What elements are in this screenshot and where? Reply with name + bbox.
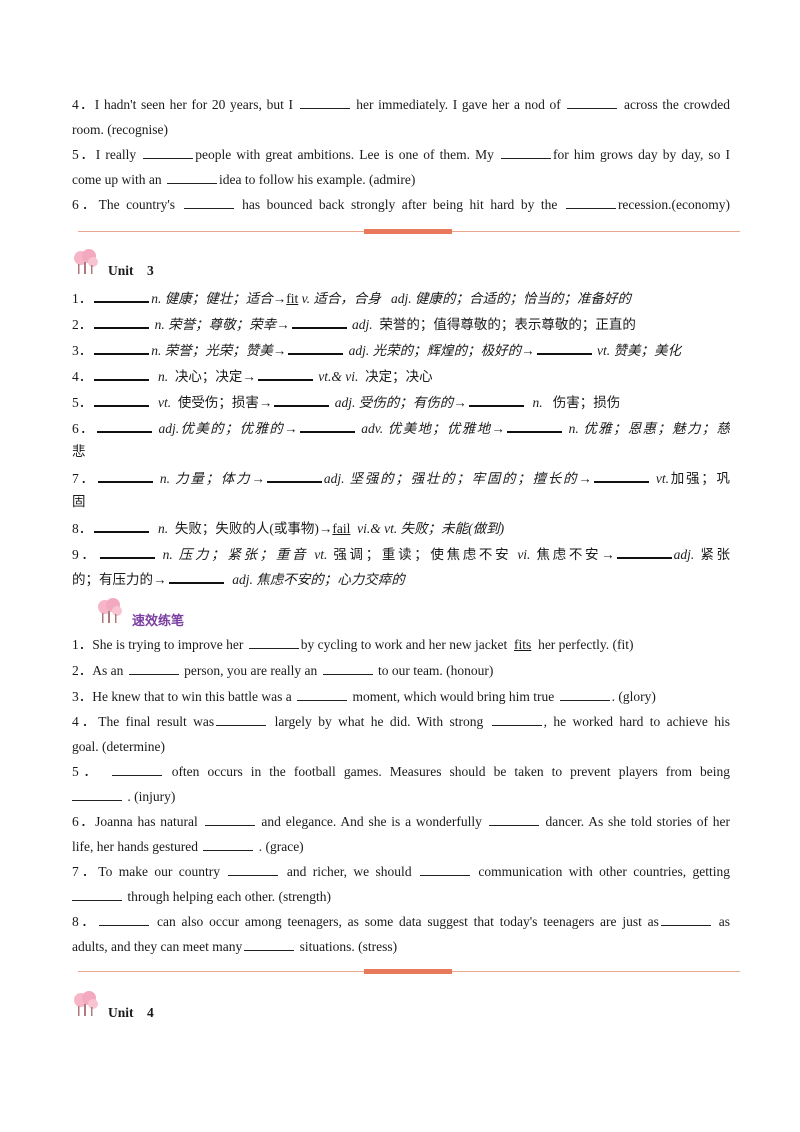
practice-6-cont: life, her hands gestured . (grace) — [72, 838, 304, 854]
answer-blank[interactable] — [559, 688, 610, 701]
practice-3: 3．He knew that to win this battle was a … — [72, 688, 656, 704]
answer-blank[interactable] — [660, 913, 711, 926]
vocab-blank[interactable] — [288, 341, 344, 355]
vocab-blank[interactable] — [94, 341, 150, 355]
practice-4: 4．The final result was largely by what h… — [72, 713, 730, 729]
exercise-5-line: 5．I really people with great ambitions. … — [72, 146, 730, 162]
vocab-item-8: 8． n. 失败；失败的人(或事物)→fail vi.& vt. 失败；未能(做… — [72, 519, 505, 536]
answer-blank[interactable] — [565, 196, 616, 209]
vocab-blank[interactable] — [257, 367, 313, 381]
vocab-blank[interactable] — [94, 519, 150, 533]
section-divider — [78, 229, 740, 234]
vocab-item-1: 1．n. 健康；健壮；适合→fit v. 适合，合身 adj. 健康的；合适的；… — [72, 289, 632, 306]
vocab-blank[interactable] — [274, 393, 330, 407]
unit-3-title: Unit 3 — [108, 263, 154, 278]
practice-8-cont: adults, and they can meet many situation… — [72, 938, 398, 954]
vocab-item-3: 3．n. 荣誉；光荣；赞美→ adj. 光荣的；辉煌的；极好的→ vt. 赞美；… — [72, 341, 682, 358]
vocab-blank[interactable] — [96, 419, 152, 433]
vocab-blank[interactable] — [168, 570, 224, 584]
vocab-item-9-cont: 的；有压力的→ adj. 焦虑不安的；心力交瘁的 — [72, 570, 405, 587]
vocab-blank[interactable] — [616, 545, 672, 559]
practice-7: 7．To make our country and richer, we sho… — [72, 863, 730, 879]
blossom-tree-icon — [74, 991, 98, 1016]
answer-blank[interactable] — [248, 636, 299, 649]
vocab-item-5: 5． vt. 使受伤；损害→ adj. 受伤的；有伤的→ n. 伤害；损伤 — [72, 393, 621, 410]
answer-blank[interactable] — [299, 96, 350, 109]
answer-blank[interactable] — [143, 146, 194, 159]
exercise-4-line-2: room. (recognise) — [72, 122, 168, 137]
practice-1: 1．She is trying to improve her by cyclin… — [72, 636, 634, 652]
vocab-blank[interactable] — [94, 289, 150, 303]
vocab-blank[interactable] — [468, 393, 524, 407]
vocab-item-6: 6． adj.优美的；优雅的→ adv. 优美地；优雅地→ n. 优雅；恩惠；魅… — [72, 419, 730, 436]
answer-blank[interactable] — [203, 838, 254, 851]
practice-8: 8． can also occur among teenagers, as so… — [72, 913, 730, 929]
section-divider — [78, 969, 740, 974]
practice-5-cont: . (injury) — [72, 788, 730, 806]
answer-blank[interactable] — [297, 688, 348, 701]
answer-blank[interactable] — [322, 662, 373, 675]
vocab-blank[interactable] — [94, 315, 150, 329]
exercise-6-line: 6．The country's has bounced back strongl… — [72, 196, 730, 212]
vocab-blank[interactable] — [536, 341, 592, 355]
answer-blank[interactable] — [128, 662, 179, 675]
vocab-item-4: 4． n. 决心；决定→ vt.& vi. 决定；决心 — [72, 367, 433, 384]
answer-blank[interactable] — [72, 788, 122, 801]
practice-4-cont: goal. (determine) — [72, 739, 165, 754]
vocab-blank[interactable] — [99, 545, 155, 559]
practice-2: 2．As an person, you are really an to our… — [72, 662, 494, 678]
vocab-blank[interactable] — [94, 393, 150, 407]
vocab-blank[interactable] — [299, 419, 355, 433]
answer-blank[interactable] — [491, 713, 542, 726]
answer-blank[interactable] — [204, 813, 255, 826]
answer-blank[interactable] — [567, 96, 618, 109]
vocab-item-2: 2． n. 荣誉；尊敬；荣幸→ adj. 荣誉的；值得尊敬的；表示尊敬的；正直的 — [72, 315, 636, 332]
vocab-item-6-cont: 悲 — [72, 444, 86, 459]
practice-5: 5． often occurs in the football games. M… — [72, 763, 730, 779]
vocab-item-7-cont: 固 — [72, 494, 86, 509]
blossom-tree-icon — [98, 598, 122, 623]
vocab-blank[interactable] — [593, 469, 649, 483]
practice-7-cont: through helping each other. (strength) — [72, 888, 730, 906]
vocab-blank[interactable] — [506, 419, 562, 433]
answer-blank[interactable] — [419, 863, 470, 876]
answer-blank[interactable] — [111, 763, 162, 776]
vocab-blank[interactable] — [291, 315, 347, 329]
answer-blank[interactable] — [183, 196, 234, 209]
answer-blank[interactable] — [228, 863, 279, 876]
vocab-blank[interactable] — [266, 469, 322, 483]
answer-blank[interactable] — [488, 813, 539, 826]
answer-blank[interactable] — [72, 888, 122, 901]
vocab-item-9: 9． n. 压力；紧张；重音 vt. 强调；重读；使焦虑不安 vi. 焦虑不安→… — [72, 545, 730, 562]
practice-6: 6．Joanna has natural and elegance. And s… — [72, 813, 730, 829]
exercise-5-line-2: come up with an idea to follow his examp… — [72, 171, 416, 187]
vocab-blank[interactable] — [94, 367, 150, 381]
answer-blank[interactable] — [99, 913, 150, 926]
answer-blank[interactable] — [166, 171, 217, 184]
vocab-item-7: 7． n. 力量；体力→adj. 坚强的；强壮的；牢固的；擅长的→ vt.加强；… — [72, 469, 730, 486]
answer-blank[interactable] — [216, 713, 267, 726]
unit-4-title: Unit 4 — [108, 1005, 154, 1020]
exercise-4-line: 4．I hadn't seen her for 20 years, but I … — [72, 96, 730, 112]
vocab-blank[interactable] — [97, 469, 153, 483]
blossom-tree-icon — [74, 249, 98, 274]
practice-section-title: 速效练笔 — [132, 614, 185, 629]
answer-blank[interactable] — [501, 146, 552, 159]
answer-blank[interactable] — [244, 938, 295, 951]
